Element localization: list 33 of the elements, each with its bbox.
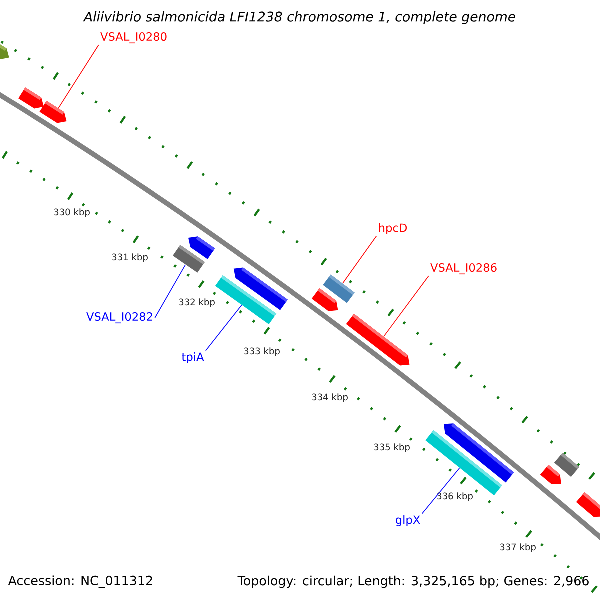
- scale-label: 336 kbp: [437, 492, 473, 502]
- genome-info-text: Topology: circular; Length: 3,325,165 bp; Genes: 2,966: [238, 576, 589, 588]
- scale-label: 335 kbp: [374, 444, 410, 452]
- scale-label: 337 kbp: [500, 544, 536, 552]
- leader-line: [205, 304, 242, 352]
- leader-line: [154, 264, 186, 318]
- scale-label: 334 kbp: [312, 394, 348, 402]
- scale-label: 332 kbp: [179, 298, 215, 308]
- gene-label: glpX: [396, 516, 420, 526]
- scale-label: 330 kbp: [54, 208, 90, 218]
- gene-feature: [40, 100, 67, 124]
- gene-feature: [554, 452, 580, 478]
- leader-line: [342, 236, 378, 284]
- gene-label: VSAL_I0282: [86, 312, 152, 324]
- title: Aliivibrio salmonicida LFI1238 chromosome 1, complete genome: [83, 12, 516, 24]
- gene-label: VSAL_I0280: [100, 32, 167, 44]
- leader-line: [422, 468, 460, 514]
- gene-feature: [172, 245, 206, 273]
- accession-text: Accession: NC_011312: [8, 576, 152, 588]
- gene-feature: [188, 236, 216, 260]
- gene-feature: [540, 464, 562, 485]
- gene-feature: [215, 276, 277, 324]
- scale-label: 333 kbp: [244, 348, 280, 356]
- gene-feature: [346, 314, 410, 366]
- gene-feature: [576, 492, 600, 518]
- gene-label: hpcD: [379, 224, 407, 234]
- leader-line: [384, 276, 430, 337]
- gene-feature: [312, 288, 338, 312]
- leader-line: [58, 44, 100, 109]
- scale-label: 331 kbp: [112, 254, 148, 262]
- gene-feature: [18, 88, 44, 109]
- gene-label: VSAL_I0286: [430, 263, 497, 275]
- gene-label: tpiA: [182, 352, 204, 364]
